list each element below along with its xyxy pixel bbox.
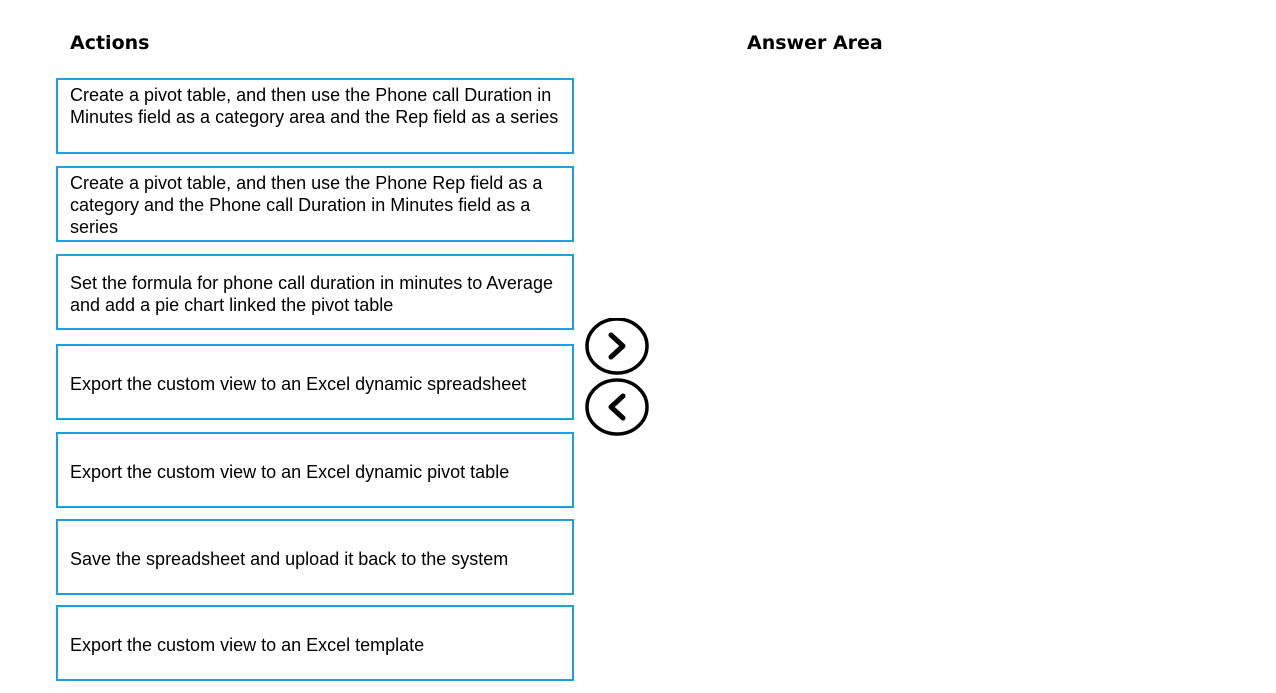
move-left-button[interactable]: [585, 378, 649, 436]
action-item[interactable]: Export the custom view to an Excel templ…: [56, 605, 574, 681]
actions-list: Create a pivot table, and then use the P…: [56, 78, 574, 693]
answer-area-dropzone[interactable]: [747, 78, 1247, 676]
action-item[interactable]: Create a pivot table, and then use the P…: [56, 78, 574, 154]
chevron-right-circle-icon: [585, 318, 649, 375]
action-item[interactable]: Save the spreadsheet and upload it back …: [56, 519, 574, 595]
action-item[interactable]: Export the custom view to an Excel dynam…: [56, 432, 574, 508]
answer-area-heading: Answer Area: [747, 32, 883, 54]
actions-heading: Actions: [70, 32, 150, 54]
action-item[interactable]: Set the formula for phone call duration …: [56, 254, 574, 330]
action-item[interactable]: Create a pivot table, and then use the P…: [56, 166, 574, 242]
action-item[interactable]: Export the custom view to an Excel dynam…: [56, 344, 574, 420]
chevron-left-circle-icon: [585, 378, 649, 436]
move-right-button[interactable]: [585, 318, 649, 376]
